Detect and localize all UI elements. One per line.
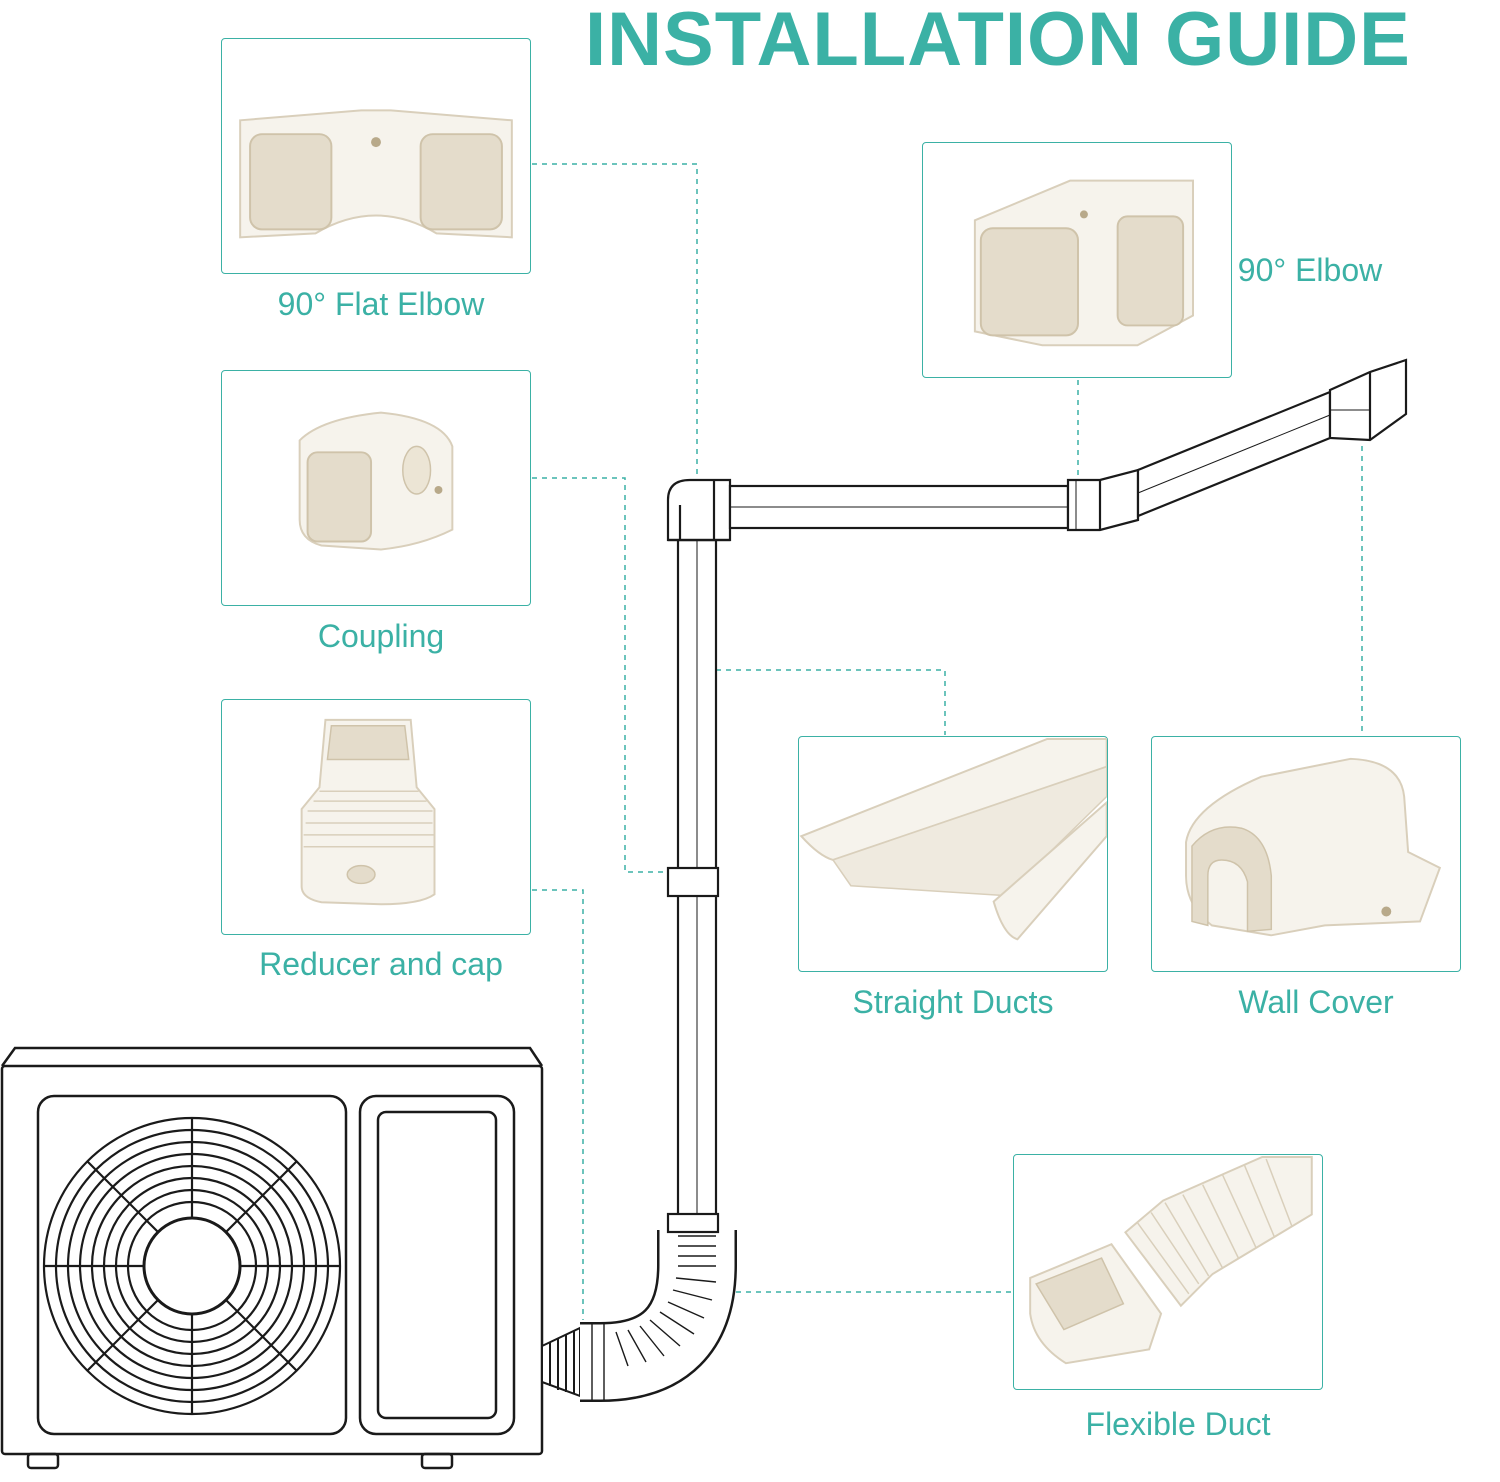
part-card-wall-cover (1151, 736, 1461, 972)
angled-elbow (1066, 468, 1140, 532)
leader-lines (532, 163, 1363, 1320)
diagonal-duct (1136, 390, 1332, 518)
leader-flat-elbow (532, 163, 698, 480)
corner-flat-elbow (666, 478, 732, 542)
part-card-elbow (922, 142, 1232, 378)
horizontal-duct (728, 484, 1070, 530)
page-title: INSTALLATION GUIDE (585, 0, 1411, 82)
part-card-reducer (221, 699, 531, 935)
part-label-flat-elbow: 90° Flat Elbow (277, 286, 485, 322)
unit-reducer (541, 1326, 581, 1398)
leader-coupling (532, 477, 668, 873)
part-label-flexible-duct: Flexible Duct (1085, 1406, 1271, 1442)
elbow-icon (973, 179, 1194, 347)
leader-reducer (532, 889, 584, 1320)
coupling-icon (298, 411, 454, 551)
fan-grille (42, 1116, 342, 1416)
part-card-coupling (221, 370, 531, 606)
flexible-duct-icon (1029, 1155, 1313, 1365)
wall-cover-icon (1185, 757, 1442, 937)
part-label-coupling: Coupling (317, 618, 445, 654)
vertical-duct (666, 538, 720, 1234)
part-label-wall-cover: Wall Cover (1238, 984, 1394, 1020)
leader-straight-duct (716, 669, 946, 735)
part-card-flexible-duct (1013, 1154, 1323, 1390)
straight-duct-icon (799, 737, 1107, 941)
part-label-elbow: 90° Elbow (1237, 252, 1383, 288)
part-card-straight-duct (798, 736, 1108, 972)
part-label-straight-duct: Straight Ducts (852, 984, 1054, 1020)
reducer-icon (300, 718, 436, 906)
part-card-flat-elbow (221, 38, 531, 274)
outdoor-unit (0, 1046, 544, 1470)
wall-cover (1328, 358, 1408, 442)
part-label-reducer: Reducer and cap (259, 946, 503, 982)
flat-elbow-icon (239, 109, 513, 239)
flex-duct-bend (580, 1230, 737, 1402)
